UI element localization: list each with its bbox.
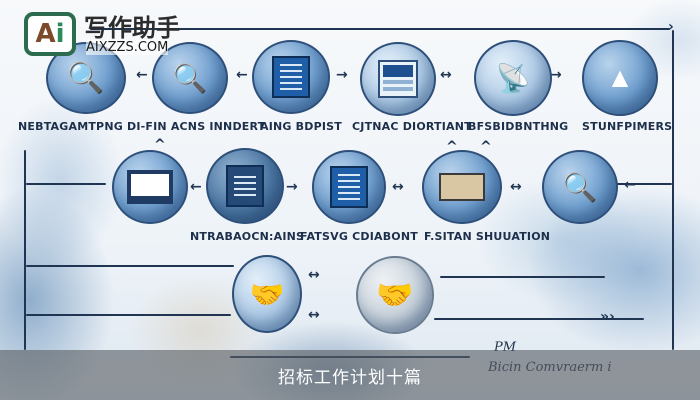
right-vertical-line [672, 30, 674, 350]
caption-bar: 招标工作计划十篇 [0, 350, 700, 400]
node-label: BFSBIDBNTHNG [468, 120, 569, 133]
document-icon [272, 56, 310, 98]
computer-screen-icon [378, 60, 418, 98]
caption-title: 招标工作计划十篇 [278, 367, 422, 388]
document-stamp-icon [226, 165, 264, 207]
arrow-up-icon: ^ [154, 137, 166, 153]
node-document [252, 40, 330, 114]
magnifier-icon: 🔍 [172, 62, 208, 94]
node-monitor [112, 150, 188, 224]
arrow-left-icon: ← [190, 179, 202, 195]
monitor-icon [127, 170, 173, 204]
magnifier-search-icon: 🔍 [562, 171, 598, 203]
top-border-line [90, 28, 670, 30]
node-mountain: ▲ [582, 40, 658, 116]
row3-upper-connector [26, 265, 234, 267]
envelope-icon [439, 173, 485, 201]
node-label: AING BDPIST [260, 120, 342, 133]
node-handshake-pouch: 🤝 [232, 255, 302, 333]
arrow-left-icon: ← [624, 177, 636, 193]
arrow-both-icon: ↔ [440, 67, 452, 83]
arrow-left-icon: ← [236, 67, 248, 83]
node-label: STUNFPIMERS [582, 120, 673, 133]
arrow-right-icon: → [550, 67, 562, 83]
brand-name: 写作助手 [84, 14, 180, 42]
arrow-both-icon: ↔ [392, 179, 404, 195]
handshake-pouch-icon: 🤝 [249, 278, 285, 310]
node-label: F.SITAN SHUUATION [424, 230, 551, 243]
document-icon [330, 166, 368, 208]
node-label: NTRABAOCN:AINS [190, 230, 305, 243]
node-envelope [422, 150, 502, 224]
node-document-2 [312, 150, 386, 224]
brand-url: AIXZZS.COM [86, 40, 169, 55]
node-magnifier-search: 🔍 [542, 150, 618, 224]
node-document-stamp [206, 148, 284, 224]
arrow-both-icon: ↔ [308, 307, 320, 323]
row3-right-lower-connector [434, 318, 644, 320]
arrow-right-icon: › [668, 19, 674, 35]
satellite-dish-icon: 📡 [495, 62, 531, 94]
arrow-left-icon: ← [136, 67, 148, 83]
arrow-right-icon: → [286, 179, 298, 195]
left-vertical-line [24, 150, 26, 350]
node-label: FATSVG CDIABONT [300, 230, 418, 243]
row3-right-upper-connector [440, 276, 605, 278]
arrow-right-icon: »› [600, 309, 615, 325]
arrow-up-icon: ^ [446, 139, 458, 155]
arrow-up-icon: ^ [480, 139, 492, 155]
node-computer-screen [360, 42, 436, 116]
node-label: CJTNAC DIORTIANT [352, 120, 472, 133]
row2-right-connector [612, 183, 672, 185]
node-satellite-dish: 📡 [474, 40, 552, 116]
magnifier-globe-icon: 🔍 [67, 61, 105, 95]
node-label: NEBTAGAMTPNG DI-FIN ACNS INNDERT [18, 120, 266, 133]
arrow-right-icon: → [336, 67, 348, 83]
row3-lower-connector [26, 314, 231, 316]
arrow-both-icon: ↔ [308, 267, 320, 283]
node-handshake: 🤝 [356, 256, 434, 334]
row2-left-connector [26, 183, 106, 185]
mountain-icon: ▲ [606, 62, 634, 93]
handshake-icon: 🤝 [376, 278, 414, 312]
arrow-both-icon: ↔ [510, 179, 522, 195]
